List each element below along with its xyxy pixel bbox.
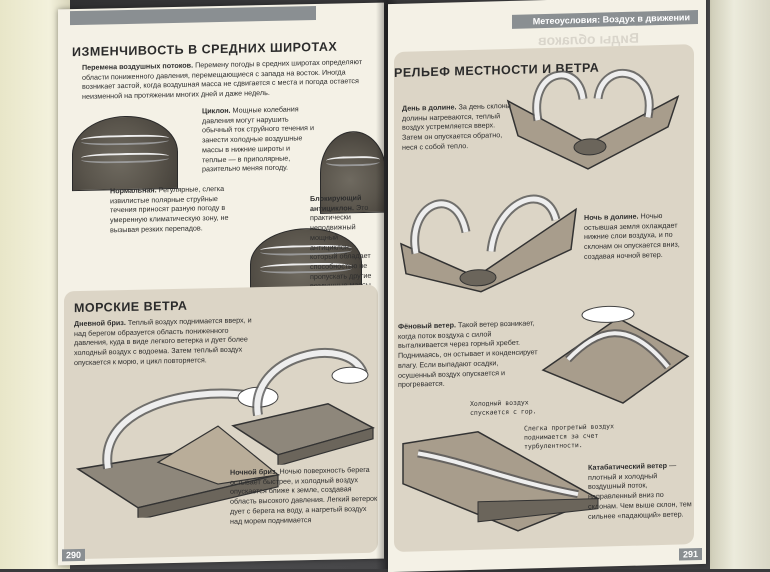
- cyclone-text: Мощные колебания давления могут нарушить…: [202, 104, 314, 174]
- cyclone-caption: Циклон. Мощные колебания давления могут …: [202, 104, 316, 174]
- normal-heading: Нормальная.: [110, 185, 157, 196]
- night-breeze-heading: Ночной бриз.: [230, 466, 278, 477]
- day-valley-caption: День в долине. За день склоны долины наг…: [402, 101, 514, 153]
- normal-caption: Нормальная. Регулярные, слегка извилисты…: [110, 184, 230, 235]
- night-valley-heading: Ночь в долине.: [584, 211, 639, 223]
- katabatic-caption: Катабатический ветер — плотный и холодны…: [588, 460, 694, 521]
- foehn-caption: Фёновый ветер. Такой ветер возникает, ко…: [398, 318, 538, 390]
- cold-air-label: Холодный воздух спускается с гор.: [470, 398, 537, 417]
- day-breeze-illustration: [75, 386, 281, 520]
- day-valley-illustration: [506, 69, 680, 170]
- globe-normal-illustration: [72, 114, 178, 192]
- right-page-stack: [710, 0, 770, 569]
- cyclone-heading: Циклон.: [202, 105, 231, 116]
- day-valley-heading: День в долине.: [402, 102, 457, 113]
- page-number-right: 291: [678, 547, 702, 561]
- day-breeze-heading: Дневной бриз.: [74, 317, 126, 329]
- night-valley-illustration: [400, 194, 577, 293]
- page-number-left: 290: [62, 548, 86, 562]
- foehn-wind-illustration: [541, 305, 690, 404]
- section-title-sea-breezes: МОРСКИЕ ВЕТРА: [74, 298, 188, 316]
- night-valley-caption: Ночь в долине. Ночью остывшая земля охла…: [584, 210, 694, 261]
- right-header-tab: Метеоусловия: Воздух в движении: [512, 10, 698, 29]
- left-header-tab: [70, 6, 316, 26]
- night-breeze-illustration: [231, 348, 375, 466]
- left-page: ИЗМЕНЧИВОСТЬ В СРЕДНИХ ШИРОТАХ Перемена …: [58, 2, 384, 566]
- night-breeze-caption: Ночной бриз. Ночью поверхность берега ос…: [230, 465, 378, 526]
- midlatitudes-intro: Перемена воздушных потоков. Перемену пог…: [82, 57, 372, 102]
- right-page: Метеоусловия: Воздух в движении Виды обл…: [388, 0, 706, 572]
- katabatic-wind-illustration: [402, 431, 600, 532]
- section-title-midlatitudes: ИЗМЕНЧИВОСТЬ В СРЕДНИХ ШИРОТАХ: [72, 39, 338, 60]
